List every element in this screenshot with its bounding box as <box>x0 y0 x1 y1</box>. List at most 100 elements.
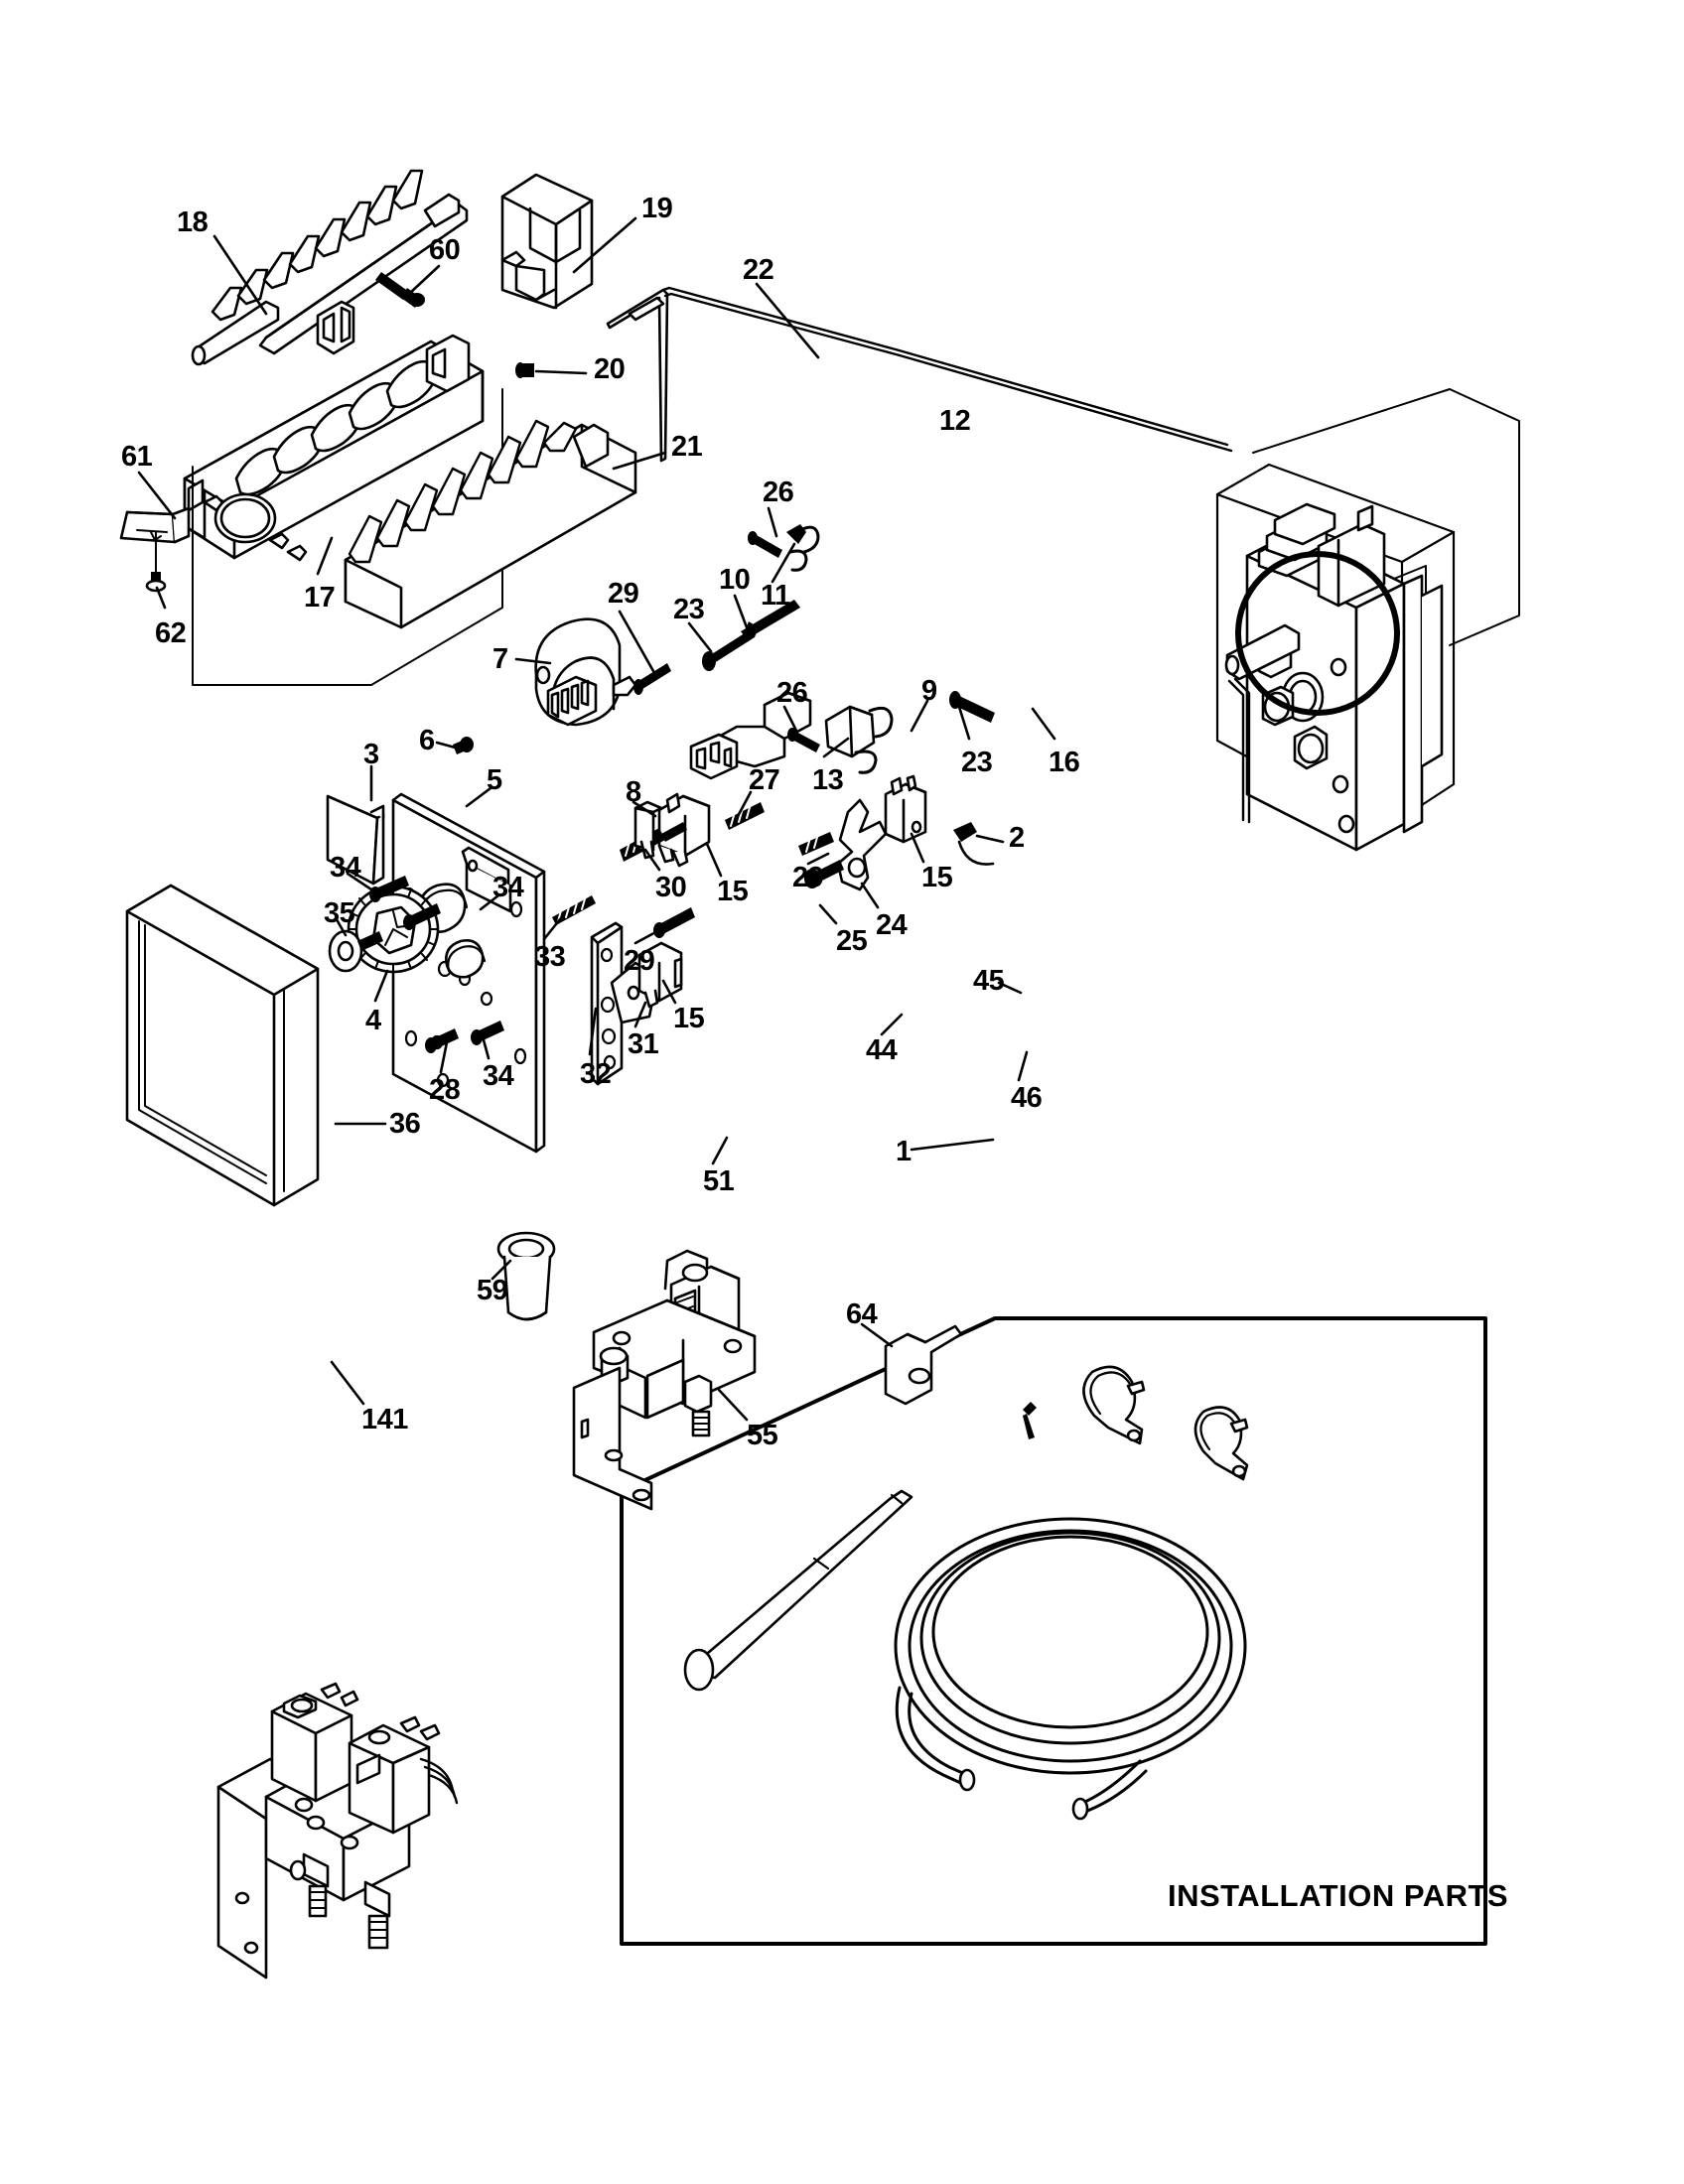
callout-17: 17 <box>304 582 336 614</box>
switch-8 <box>633 800 663 860</box>
callout-25: 25 <box>836 925 868 957</box>
callout-26-b: 26 <box>776 677 808 709</box>
callout-51: 51 <box>703 1165 735 1197</box>
screw-29-b <box>798 832 834 856</box>
mounting-clip-64 <box>884 1324 963 1406</box>
ice-maker-motor-7 <box>534 617 637 727</box>
callout-27: 27 <box>749 764 780 796</box>
callout-55: 55 <box>747 1420 778 1451</box>
callout-15-b: 15 <box>921 862 953 893</box>
grommet-59 <box>496 1231 556 1321</box>
callout-141: 141 <box>361 1404 408 1435</box>
ice-maker-shroud-19 <box>500 173 594 310</box>
switch-15-b <box>884 774 927 844</box>
callout-29-a: 29 <box>608 578 639 610</box>
screw-23-a <box>702 629 755 671</box>
ice-container-36 <box>125 884 320 1207</box>
callout-3: 3 <box>363 739 379 770</box>
callout-61: 61 <box>121 441 153 473</box>
bracket-61 <box>119 506 191 544</box>
screw-62 <box>145 531 167 593</box>
callout-23-b: 23 <box>961 747 993 778</box>
spring-clip-13 <box>824 705 894 774</box>
callout-32: 32 <box>580 1058 612 1090</box>
callout-46: 46 <box>1011 1082 1043 1114</box>
callout-8: 8 <box>626 776 641 808</box>
callout-23-a: 23 <box>673 594 705 625</box>
screw-34-a <box>369 876 409 902</box>
callout-34-b: 34 <box>492 872 524 903</box>
support-bracket-32 <box>590 921 624 1086</box>
callout-64: 64 <box>846 1298 878 1330</box>
callout-44: 44 <box>866 1034 898 1066</box>
screw-23-b <box>949 691 995 723</box>
water-line-coil-1 <box>894 1517 1247 1821</box>
installation-parts-title: INSTALLATION PARTS <box>1168 1878 1509 1913</box>
callout-34-c: 34 <box>483 1060 514 1092</box>
screw-60 <box>375 272 425 308</box>
shaft-10 <box>741 600 800 639</box>
callout-36: 36 <box>389 1108 421 1140</box>
stripper-comb-21 <box>344 419 637 629</box>
callout-31: 31 <box>628 1028 659 1060</box>
water-tube-51 <box>683 1489 913 1692</box>
callout-28: 28 <box>429 1074 461 1106</box>
callout-59: 59 <box>477 1275 508 1306</box>
screw-28 <box>425 1028 459 1053</box>
callout-30: 30 <box>655 872 687 903</box>
callout-5: 5 <box>487 764 502 796</box>
ejector-rake-18 <box>191 169 469 366</box>
line-clamp-44 <box>1082 1365 1146 1445</box>
line-clamp-46 <box>1193 1406 1249 1481</box>
callout-33: 33 <box>534 941 566 973</box>
dual-water-valve-141 <box>216 1682 459 1979</box>
clip-11 <box>786 524 820 572</box>
screw-26-a <box>748 531 782 558</box>
callout-11: 11 <box>761 580 790 612</box>
screw-6 <box>453 737 474 754</box>
cover-plate-3 <box>326 794 385 886</box>
screw-29-a <box>633 663 671 695</box>
screw-34-b <box>403 903 441 930</box>
callout-15-a: 15 <box>717 876 749 907</box>
callout-26-a: 26 <box>763 477 794 508</box>
callout-13: 13 <box>812 764 844 796</box>
callout-29-b: 29 <box>792 862 824 893</box>
wire-clip-2 <box>953 822 995 866</box>
drive-gear-4 <box>347 885 440 974</box>
callout-21: 21 <box>671 431 703 463</box>
fill-tube-wire-22 <box>606 286 1233 463</box>
screw-45 <box>1023 1402 1037 1439</box>
callout-15-c: 15 <box>673 1003 705 1034</box>
screw-25 <box>804 860 844 888</box>
callout-62: 62 <box>155 617 187 649</box>
callout-7: 7 <box>492 643 508 675</box>
callout-60: 60 <box>429 234 461 266</box>
callout-35: 35 <box>324 897 355 929</box>
callout-12: 12 <box>939 405 971 437</box>
water-valve-55 <box>572 1249 757 1511</box>
ice-mold-tray-17 <box>183 300 503 686</box>
callout-19: 19 <box>641 193 673 224</box>
callout-1: 1 <box>896 1136 912 1167</box>
callout-2: 2 <box>1009 822 1025 854</box>
callout-45: 45 <box>973 965 1005 997</box>
callout-24: 24 <box>876 909 908 941</box>
screw-29-c <box>653 907 695 938</box>
switch-15-c <box>637 941 683 1009</box>
screw-27 <box>725 802 765 830</box>
ice-maker-module-16 <box>1215 388 1520 852</box>
washer-35 <box>328 929 383 973</box>
callout-10: 10 <box>719 564 751 596</box>
detail-circle-12 <box>1235 551 1400 716</box>
callout-16: 16 <box>1049 747 1080 778</box>
callout-20: 20 <box>594 353 626 385</box>
stud-20 <box>515 362 534 378</box>
mounting-plate-5 <box>391 792 546 1154</box>
callout-6: 6 <box>419 725 435 756</box>
callout-4: 4 <box>365 1005 381 1036</box>
callout-9: 9 <box>921 675 937 707</box>
screw-26-b <box>787 728 820 752</box>
